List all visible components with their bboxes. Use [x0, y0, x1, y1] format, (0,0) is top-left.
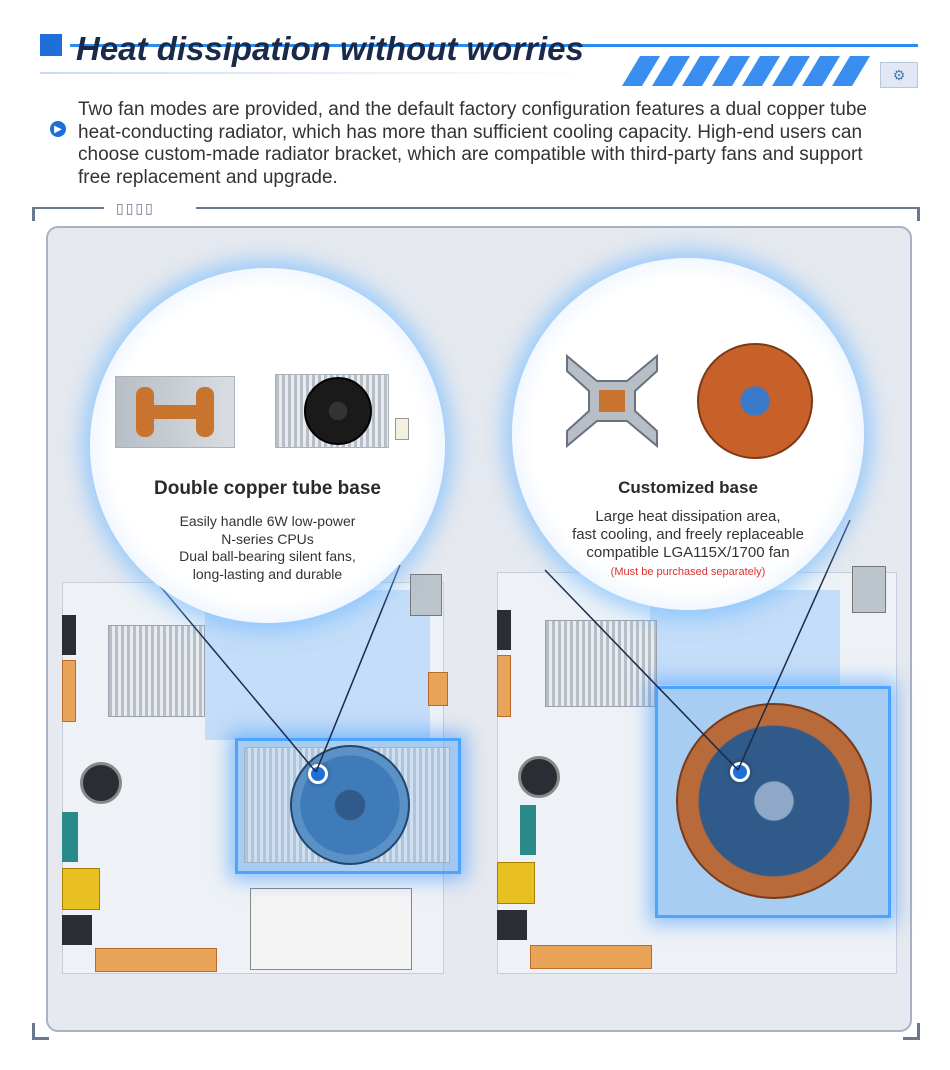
com-port — [520, 805, 536, 855]
cmos-battery — [518, 756, 560, 798]
fan-plug — [395, 418, 409, 440]
callout-left-body: Easily handle 6W low-power N-series CPUs… — [90, 513, 445, 583]
callout-line: Easily handle 6W low-power — [179, 513, 356, 529]
title-underline — [40, 72, 600, 74]
pin-header — [62, 615, 76, 655]
play-bullet-icon: ▶ — [50, 121, 66, 137]
fan-radiator-image — [275, 374, 389, 448]
callout-line: Dual ball-bearing silent fans, — [179, 548, 356, 564]
frame-corner — [903, 1023, 920, 1040]
frame-corner — [32, 207, 49, 221]
sata-ports — [62, 868, 100, 910]
frame-top-line — [32, 207, 920, 209]
callout-line: N-series CPUs — [221, 530, 314, 547]
sata-power — [497, 910, 527, 940]
blower-fan — [290, 745, 410, 865]
usb-port — [410, 574, 442, 616]
atx-power-connector — [95, 948, 217, 972]
callout-circle-right: Customized base Large heat dissipation a… — [512, 258, 864, 610]
fan-highlight-box — [235, 738, 461, 874]
gear-icon: ⚙ — [880, 62, 918, 88]
callout-line: fast cooling, and freely replaceable — [572, 526, 804, 543]
frame-label: ▯▯▯▯ — [104, 198, 196, 218]
black-fan — [304, 377, 372, 445]
sata-ports — [497, 862, 535, 904]
fan-header — [497, 655, 511, 717]
callout-line: long-lasting and durable — [192, 565, 343, 582]
bracket-image — [557, 346, 667, 456]
copper-tube-radiator-image — [115, 376, 235, 448]
frame-corner — [903, 207, 920, 221]
callout-circle-left: Double copper tube base Easily handle 6W… — [90, 268, 445, 623]
memory-slot — [250, 888, 412, 970]
page-title: Heat dissipation without worries — [76, 30, 584, 67]
copper-plate — [136, 405, 214, 419]
purchase-note: (Must be purchased separately) — [610, 566, 766, 578]
copper-fan — [676, 703, 872, 899]
power-connector — [428, 672, 448, 706]
description-text: Two fan modes are provided, and the defa… — [78, 99, 868, 188]
atx-power-connector — [530, 945, 652, 969]
usb-port — [852, 566, 886, 613]
header-bar — [70, 44, 918, 47]
sata-power — [62, 915, 92, 945]
stripes-decoration — [622, 56, 870, 86]
copper-fan-image — [697, 343, 813, 459]
fan-highlight-box — [655, 686, 891, 918]
cmos-battery — [80, 762, 122, 804]
callout-right-title: Customized base — [618, 478, 758, 497]
frame-corner — [32, 1023, 49, 1040]
chipset-heatsink — [108, 625, 205, 717]
callout-line: compatible LGA115X/1700 fan — [586, 544, 790, 561]
com-port — [62, 812, 78, 862]
pin-header — [497, 610, 511, 650]
fan-header — [62, 660, 76, 722]
callout-right-body: Large heat dissipation area, fast coolin… — [512, 508, 864, 562]
chipset-heatsink — [545, 620, 657, 707]
header-square-icon — [40, 34, 62, 56]
callout-line: Large heat dissipation area, — [595, 508, 781, 525]
callout-left-title: Double copper tube base — [154, 478, 381, 499]
